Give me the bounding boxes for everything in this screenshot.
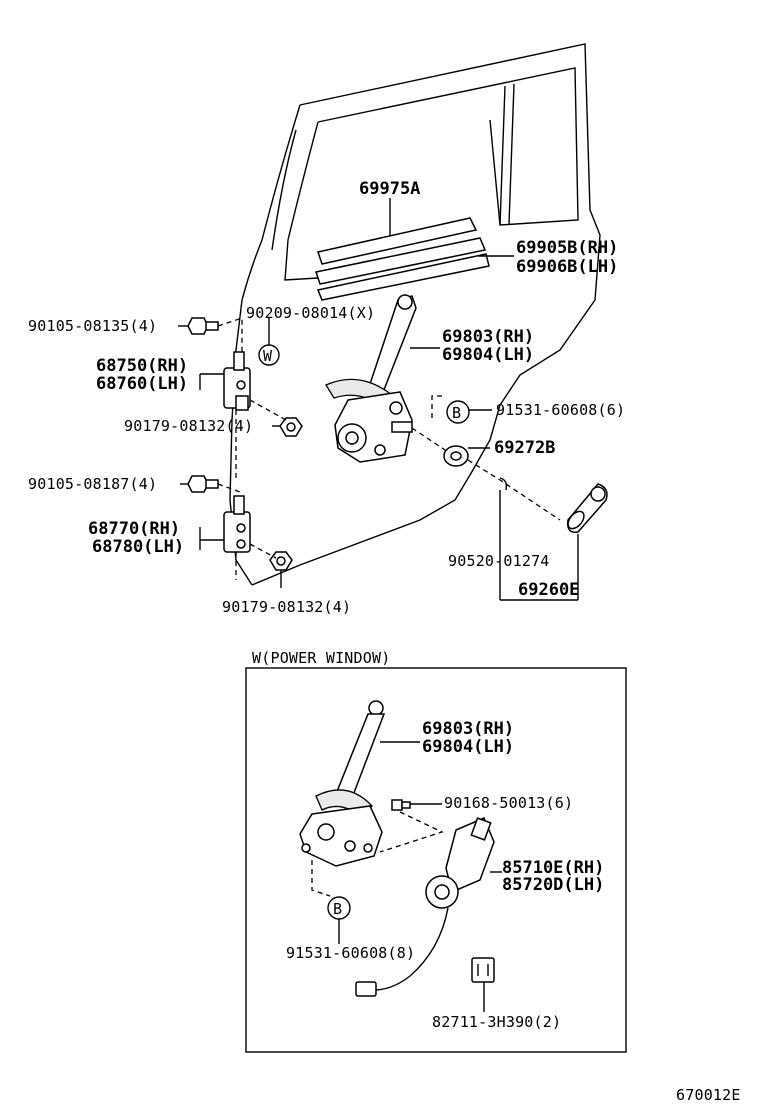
- callout-b-box: [327, 896, 351, 944]
- label-90179-upper: 90179-08132(4): [124, 417, 253, 435]
- callout-b-box-text: B: [333, 900, 342, 918]
- label-69804-top: 69804(LH): [442, 345, 534, 365]
- screw-part: [391, 799, 442, 811]
- label-69260e: 69260E: [518, 580, 579, 600]
- washer-part: [443, 445, 490, 467]
- manual-regulator-part: [325, 294, 440, 463]
- figure-code: 670012E: [676, 1086, 741, 1104]
- power-window-box: [245, 667, 627, 1053]
- label-90105-08187: 90105-08187(4): [28, 475, 157, 493]
- label-68780: 68780(LH): [92, 537, 184, 557]
- label-68770: 68770(RH): [88, 519, 180, 539]
- label-69272b: 69272B: [494, 438, 555, 458]
- label-91531-box: 91531-60608(8): [286, 944, 415, 962]
- label-69804-box: 69804(LH): [422, 737, 514, 757]
- label-69803-box: 69803(RH): [422, 719, 514, 739]
- connector-part: [471, 957, 495, 1012]
- label-91531-top: 91531-60608(6): [496, 401, 625, 419]
- label-90179-lower: 90179-08132(4): [222, 598, 351, 616]
- assembly-dashes-box: [311, 811, 444, 897]
- bolt-lower-part: [180, 475, 219, 493]
- run-channel-part: [317, 198, 478, 265]
- label-85720d: 85720D(LH): [502, 875, 604, 895]
- assembly-dashes-right: [411, 395, 561, 521]
- callout-w-text: W: [263, 347, 273, 365]
- power-regulator-part: [299, 700, 420, 867]
- door-outline: [229, 43, 601, 586]
- assembly-dashes-left: [217, 317, 287, 580]
- label-69905b: 69905B(RH): [516, 238, 618, 258]
- label-85710e: 85710E(RH): [502, 858, 604, 878]
- upper-hinge-part: [199, 351, 251, 411]
- label-69803-top: 69803(RH): [442, 327, 534, 347]
- label-90168: 90168-50013(6): [444, 794, 573, 812]
- label-82711: 82711-3H390(2): [432, 1013, 561, 1031]
- label-69906b: 69906B(LH): [516, 257, 618, 277]
- callout-b-top-text: B: [452, 404, 461, 422]
- bolt-upper-part: [178, 317, 219, 335]
- lower-hinge-part: [199, 495, 251, 553]
- motor-part: [355, 817, 502, 997]
- window-handle-part: [566, 483, 608, 600]
- nut-lower-part: [269, 551, 293, 588]
- w-box-title: W(POWER WINDOW): [252, 649, 390, 667]
- nut-upper-part: [279, 417, 303, 437]
- label-90520: 90520-01274: [448, 552, 550, 570]
- callout-b-top: [446, 400, 492, 424]
- label-68760: 68760(LH): [96, 374, 188, 394]
- clip-part: [499, 477, 578, 601]
- label-69975a: 69975A: [359, 179, 420, 199]
- weatherstrip-part: [315, 237, 514, 301]
- label-68750: 68750(RH): [96, 356, 188, 376]
- label-90105-08135: 90105-08135(4): [28, 317, 157, 335]
- label-90209: 90209-08014(X): [246, 304, 375, 322]
